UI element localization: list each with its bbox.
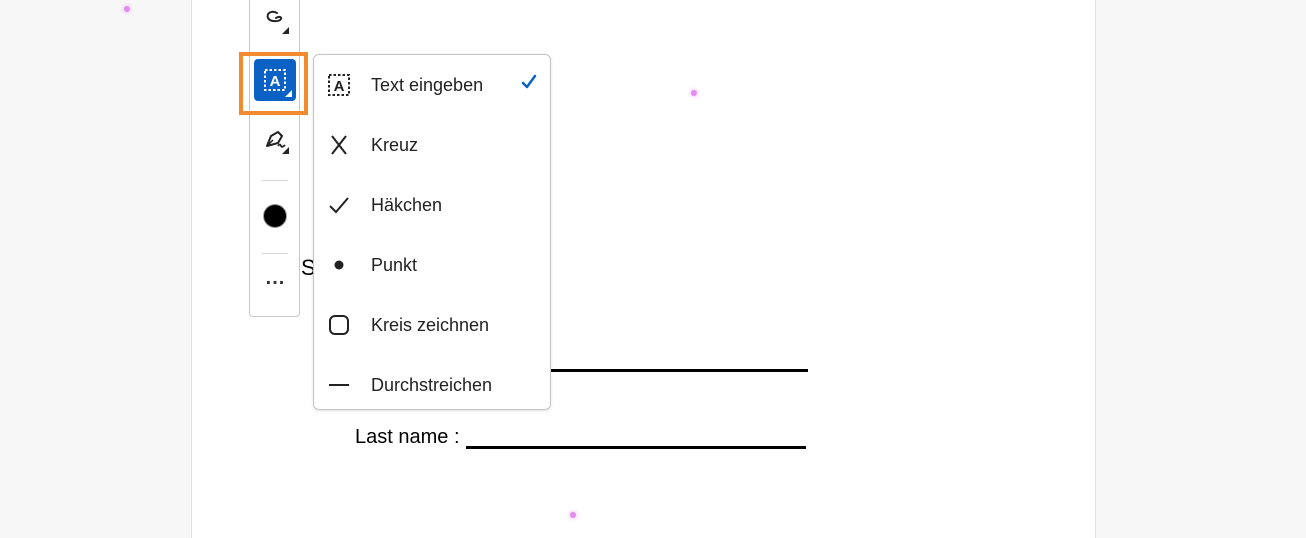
add-text-button[interactable]: A [254, 59, 296, 101]
svg-text:A: A [334, 78, 345, 95]
dropdown-corner-icon [282, 147, 289, 154]
cursor-trail-dot [691, 90, 697, 96]
menu-item-label: Durchstreichen [371, 374, 493, 395]
dropdown-corner-icon [285, 90, 292, 97]
toolbar-divider [262, 180, 288, 181]
menu-item-label: Punkt [371, 254, 418, 275]
last-name-field-line[interactable] [466, 446, 806, 449]
strikethrough-line-icon [327, 373, 351, 397]
checkmark-icon [327, 193, 351, 217]
cursor-trail-dot [570, 512, 576, 518]
menu-item-durchstreichen[interactable]: Durchstreichen [314, 355, 550, 415]
menu-item-label: Kreis zeichnen [371, 314, 490, 335]
dot-icon [327, 253, 351, 277]
selected-checkmark-icon [521, 74, 537, 89]
cross-icon [327, 133, 351, 157]
menu-item-punkt[interactable]: Punkt [314, 235, 550, 295]
menu-item-kreis-zeichnen[interactable]: Kreis zeichnen [314, 295, 550, 355]
circle-icon [327, 313, 351, 337]
sign-button[interactable] [254, 119, 296, 161]
text-tool-dropdown-menu: A Text eingeben Kreuz Häkchen Punkt Krei… [313, 54, 551, 410]
last-name-label: Last name : [355, 426, 460, 448]
more-options-button[interactable]: ... [265, 267, 286, 289]
menu-item-label: Häkchen [371, 194, 443, 215]
svg-text:A: A [270, 73, 281, 90]
color-picker-button[interactable] [264, 205, 286, 227]
pen-sign-icon [266, 131, 286, 148]
menu-item-label: Kreuz [371, 134, 419, 155]
active-tool-highlight [239, 52, 308, 115]
text-box-icon: A [264, 69, 286, 91]
menu-item-kreuz[interactable]: Kreuz [314, 115, 550, 175]
menu-item-text-eingeben[interactable]: A Text eingeben [314, 55, 550, 115]
dropdown-corner-icon [282, 27, 289, 34]
cursor-trail-dot [124, 6, 130, 12]
lasso-draw-button[interactable] [254, 0, 296, 41]
first-name-field-line[interactable] [551, 369, 808, 372]
partial-heading: S [301, 255, 316, 280]
menu-item-label: Text eingeben [371, 74, 484, 95]
toolbar-divider [262, 253, 288, 254]
text-box-icon: A [327, 73, 351, 97]
menu-item-haekchen[interactable]: Häkchen [314, 175, 550, 235]
fill-sign-toolbar: A ... [249, 0, 300, 317]
lasso-icon [266, 10, 283, 23]
